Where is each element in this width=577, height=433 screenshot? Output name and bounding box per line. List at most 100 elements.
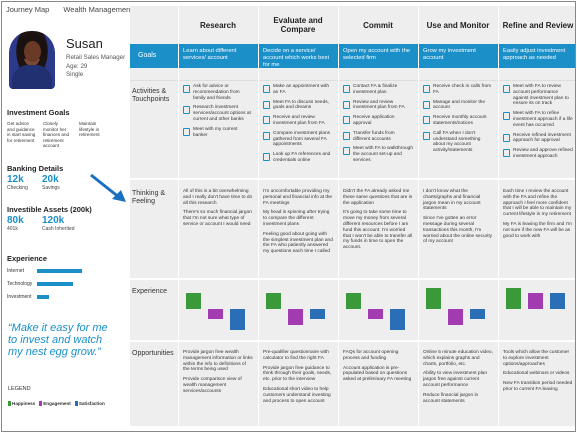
thinking-cell: I don't know what the charts/graphs and … [423,189,493,249]
touchpoint-icon [343,85,350,93]
activity-text: Look up FA references and credentials on… [273,152,331,163]
touchpoint-icon [343,147,350,156]
thought-text: I don't know what the charts/graphs and … [423,189,481,212]
persona-age: Age: 29 [66,62,88,70]
activity-text: Receive monthly account statements/notic… [433,115,487,126]
legend-swatch [74,401,78,406]
investment-goal: Maintain lifestyle in retirement [79,121,100,138]
thought-text: I'm uncomfortable providing my personal … [263,189,333,206]
experience-bar-happiness [186,293,201,309]
activity-text: Contact FA & finalize investment plan [353,84,398,95]
experience-bar [37,295,49,299]
thought-text: It's going to take some time to move my … [343,210,413,251]
experience-bar-engagement [528,293,543,309]
figure-label: Savings [42,185,60,191]
persona-quote: “Make it easy for me to invest and watch… [8,322,108,358]
activity-item: Manage and monitor the account [423,100,493,112]
banking-figure: 12k Checking [7,174,28,191]
opportunity-text: Provide jargon free wealth management in… [183,350,253,373]
opportunity-text: New FA transition period needed prior to… [503,381,573,392]
activity-text: Meet with FA to refine investment approa… [513,111,573,128]
experience-bar-engagement [448,309,463,325]
banking-details-title: Banking Details [7,164,64,173]
opportunity-text: Pre-qualifier questionnaire with calcula… [263,350,329,361]
opportunity-text: Tools which allow the customer to explor… [503,350,570,367]
divider [178,6,179,426]
touchpoint-icon [503,85,510,93]
touchpoint-icon [263,131,270,140]
investible-assets-title: Investible Assets (200k) [7,205,92,214]
divider [130,178,575,180]
activity-item: Receive refined investment approach for … [503,133,573,145]
activity-item: Look up FA references and credentials on… [263,152,333,164]
stage-heading: Refine and Review [502,20,574,30]
touchpoint-icon [343,116,350,125]
experience-bar-satisfaction [230,309,245,330]
experience-bar-label: Technology [7,281,33,287]
touchpoint-icon [423,100,430,109]
touchpoint-icon [263,85,270,93]
activity-item: Receive check in calls from FA [423,84,493,96]
figure-value: 80k [7,215,24,226]
persona-role: Retail Sales Manager [66,54,126,61]
touchpoint-icon [503,133,510,142]
activity-item: Make an appointment with an FA [263,84,333,96]
touchpoint-icon [183,127,190,136]
legend-title: LEGEND [8,386,31,392]
activity-text: Meet with my current banker [193,126,238,138]
tab-wealth-management[interactable]: Wealth Management [63,5,133,14]
activities-cell: Meet with FA to review account performan… [503,84,573,164]
row-label-opportunities: Opportunities [132,350,174,357]
experience-bar [37,282,73,286]
investment-goal: Closely monitor her finances and retirem… [43,121,70,149]
divider [418,6,419,426]
touchpoint-icon [423,85,430,93]
grid-body [130,68,575,426]
goals-band: Goals [130,44,575,68]
opportunity-text: Provide jargon free guidance to think th… [263,365,332,383]
banking-figure: 20k Savings [42,174,60,191]
opportunities-cell: Pre-qualifier questionnaire with calcula… [263,350,333,408]
investment-goals-title: Investment Goals [7,108,70,117]
thought-text: There's so much financial jargon that I'… [183,210,252,227]
divider [130,80,575,81]
activity-item: Receive application approval [343,115,413,127]
stage-heading: Use and Monitor [426,20,490,30]
investible-figure: 80k 401k [7,215,24,232]
activity-item: Meet FA to discuss needs, goals and drea… [263,100,333,112]
legend-item: Satisfaction [74,401,105,406]
activity-text: Compare investment plans gathered from s… [273,130,331,148]
experience-bar-row: Internet [7,268,82,274]
divider [498,6,499,426]
thought-text: Didn't the FA already asked me these sam… [343,189,413,206]
opportunity-text: Account application is pre-populated bas… [343,365,412,383]
tab-journey-map[interactable]: Journey Map [6,5,50,14]
activity-item: Research investment services/account opt… [183,105,253,122]
figure-label: Cash Inherited [42,226,75,232]
touchpoint-icon [343,131,350,140]
activity-item: Meet with FA to refine investment approa… [503,111,573,128]
legend: Happiness Engagement Satisfaction [8,401,105,406]
thought-text: Since I've gotten an error message durin… [423,216,493,245]
touchpoint-icon [263,153,270,162]
opportunity-text: Educational short video to help customer… [263,386,331,404]
touchpoint-icon [263,116,270,125]
stage-heading: Research [199,20,237,30]
activity-text: Manage and monitor the account [433,99,485,111]
thought-text: My FA is leaving the firm and I'm not su… [503,221,572,239]
opportunity-text: Reduce financial jargon in account state… [423,392,479,404]
persona-name: Susan [66,36,103,51]
touchpoint-icon [263,100,270,109]
experience-bar-row: Investment [7,294,49,300]
activity-item: Compare investment plans gathered from s… [263,131,333,148]
touchpoint-icon [423,131,430,140]
opportunity-text: Ability to view investment plan jargon f… [423,371,487,388]
legend-item: Happiness [8,401,35,406]
header-tabs: Journey Map Wealth Management [6,5,132,14]
thinking-cell: All of this is a bit overwhelming and I … [183,189,253,232]
activities-cell: Ask for advice or recommendation from fa… [183,84,253,142]
activity-text: Receive refined investment approach for … [513,132,571,144]
touchpoint-icon [183,106,190,115]
activity-text: Meet with FA to walkthrough the account … [353,146,413,163]
activity-item: Meet with FA to walkthrough the account … [343,146,413,163]
